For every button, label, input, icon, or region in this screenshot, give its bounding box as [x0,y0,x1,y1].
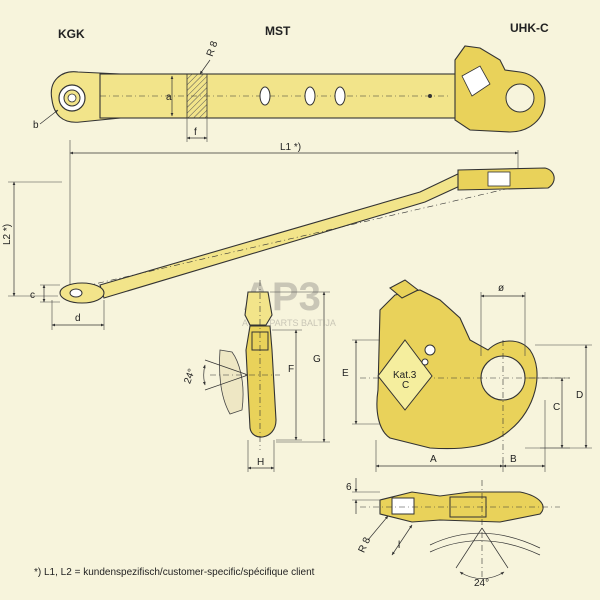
dim-phi: ø [498,283,504,294]
dim-G: G [313,354,321,365]
dim-f: f [194,127,197,138]
lower-link-side-view: L2 *) c d [2,167,555,330]
dim-l1: L1 *) [280,142,301,153]
plate-line1: Kat.3 [393,370,417,381]
dim-E: E [342,368,349,379]
hook-side-view: Kat.3 C ø E A B C D [342,279,592,472]
dim-H: H [257,457,264,468]
header-kgk: KGK [58,27,85,41]
hook-top-view: 24° 6 R 8 l [346,478,560,589]
dim-r8-top: R 8 [357,535,374,554]
dim-six: 6 [346,482,352,493]
dim-B: B [510,454,517,465]
dim-F: F [288,364,294,375]
dim-l: l [398,540,400,551]
header-uhk-c: UHK-C [510,21,549,35]
dim-A: A [430,454,437,465]
footnote: *) L1, L2 = kundenspezifisch/customer-sp… [34,567,315,578]
dim-D: D [576,390,583,401]
dim-c: c [30,290,35,301]
dim-C: C [553,402,560,413]
dim-b: b [33,120,39,131]
dim-angle-24-top: 24° [474,578,489,589]
watermark-subtitle: AUTO PARTS BALTIJA [242,318,336,328]
dim-angle-24-side: 24° [182,367,198,385]
hook-plate-icon [461,65,491,97]
header-mst: MST [265,24,291,38]
dim-r8: R 8 [205,39,221,58]
dim-a: a [166,92,172,103]
latch-icon [389,279,420,299]
dim-d: d [75,313,81,324]
hook-front-view: 24° F G H [182,280,330,472]
plate-line2: C [402,380,409,391]
lower-link-top-view: a f R 8 b [33,39,546,142]
dim-l2: L2 *) [2,224,13,245]
